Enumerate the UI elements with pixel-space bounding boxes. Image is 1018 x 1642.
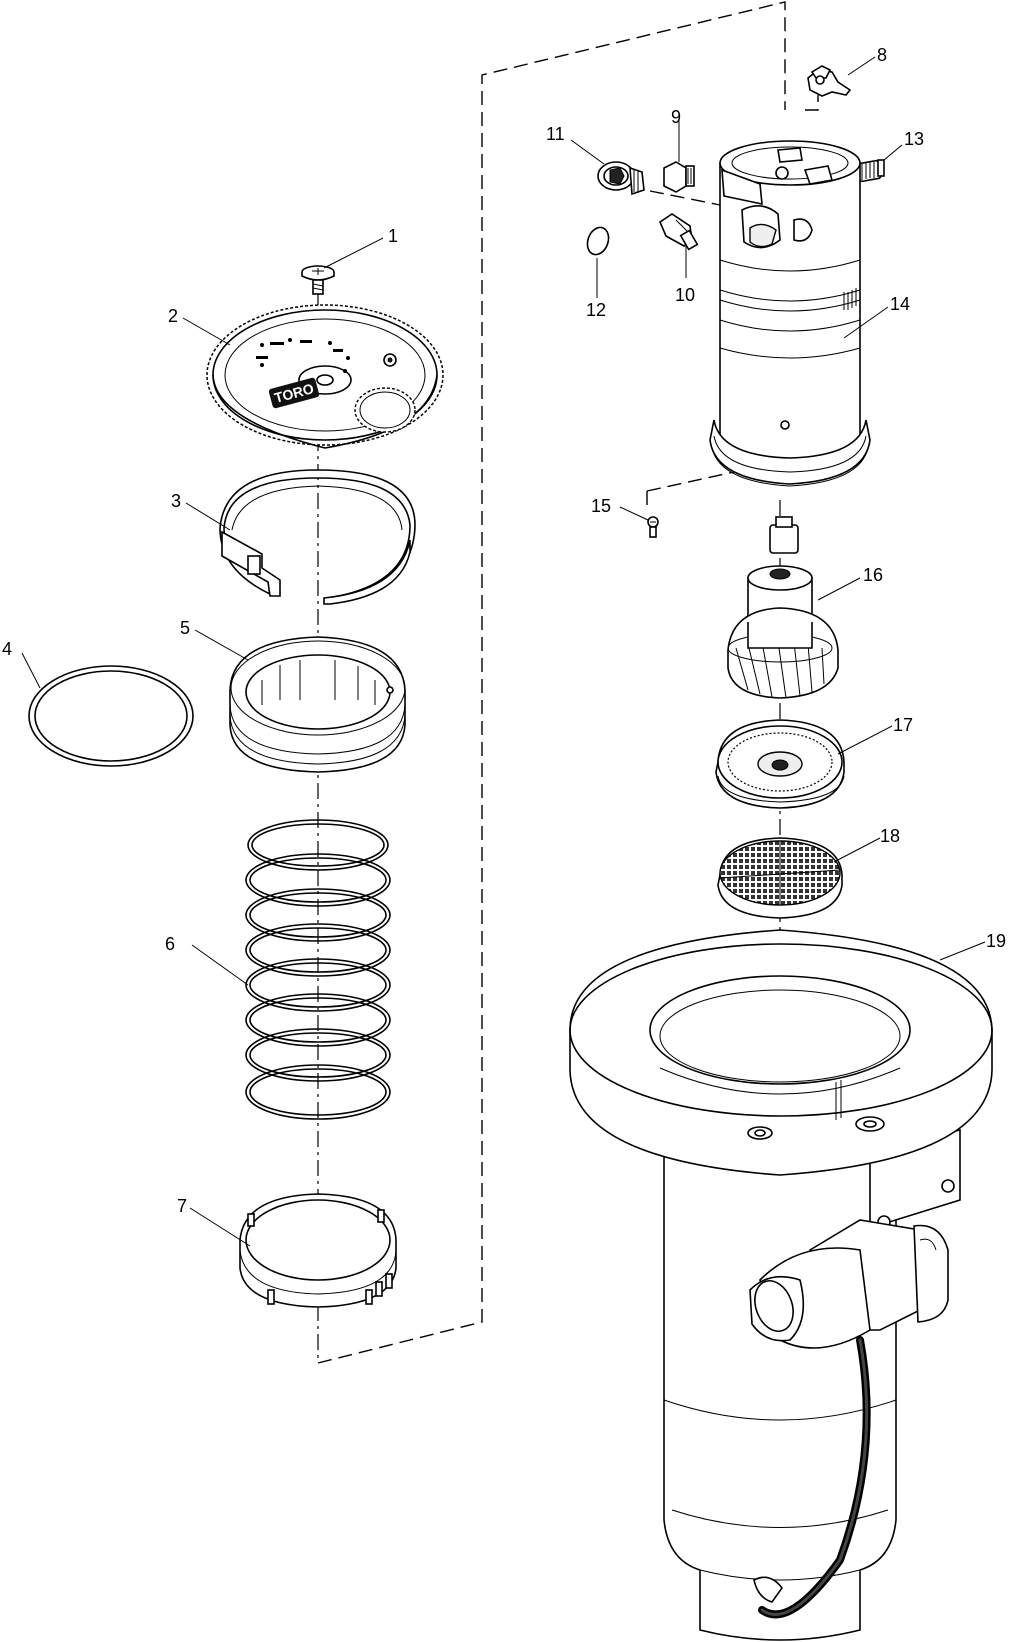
part-14-riser-housing	[709, 140, 871, 487]
callout-7: 7	[177, 1196, 187, 1216]
part-3-split-ring	[219, 469, 416, 605]
callout-labels: 1 2 3 4 5 6 7 8 9 10 11 12 13 14 15 16 1…	[2, 45, 1006, 1216]
part-12-small-o-ring	[586, 226, 610, 256]
part-15-small-screw	[647, 516, 659, 538]
part-9-nozzle	[663, 161, 695, 193]
callout-18: 18	[880, 826, 900, 846]
callout-15: 15	[591, 496, 611, 516]
callout-3: 3	[171, 491, 181, 511]
callout-11: 11	[546, 124, 565, 144]
part-18-screen	[717, 837, 843, 919]
callout-14: 14	[890, 294, 910, 314]
part-7-snap-ring	[239, 1193, 397, 1308]
callout-17: 17	[893, 715, 913, 735]
part-5-retainer	[229, 636, 406, 773]
part-11-plug	[597, 161, 645, 196]
part-6-spring	[245, 819, 391, 1120]
part-17-valve	[715, 719, 845, 809]
callout-12: 12	[586, 300, 606, 320]
callout-13: 13	[904, 129, 924, 149]
callout-2: 2	[168, 306, 178, 326]
callout-9: 9	[671, 107, 681, 127]
part-8-cap-nut	[807, 65, 852, 97]
part-13-plug	[856, 159, 885, 183]
callout-8: 8	[877, 45, 887, 65]
part-16-gear-drive	[727, 516, 839, 699]
callout-leaders	[21, 56, 986, 1247]
part-2-gear-plate: TORO	[206, 304, 444, 449]
part-1-screw	[301, 265, 335, 295]
callout-16: 16	[863, 565, 883, 585]
callout-19: 19	[986, 931, 1006, 951]
callout-4: 4	[2, 639, 12, 659]
callout-6: 6	[165, 934, 175, 954]
callout-10: 10	[675, 285, 695, 305]
callout-5: 5	[180, 618, 190, 638]
part-10-nozzle	[659, 213, 699, 251]
callout-1: 1	[388, 226, 398, 246]
part-4-o-ring	[28, 665, 194, 767]
part-19-body	[569, 929, 993, 1641]
